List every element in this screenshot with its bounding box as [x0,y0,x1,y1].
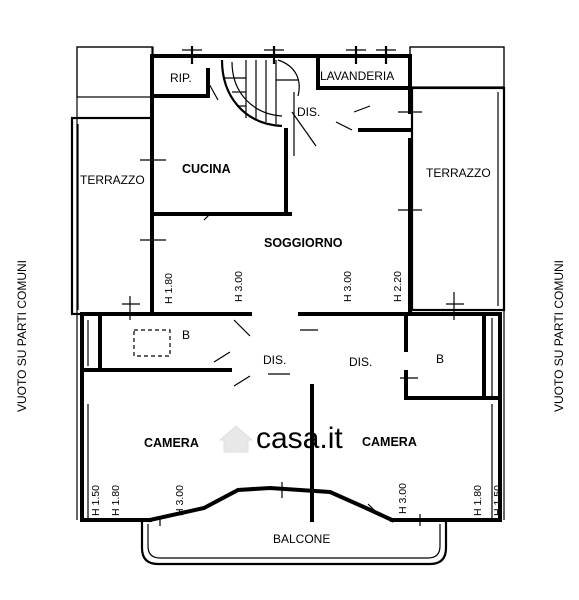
label-camera-left: CAMERA [144,436,199,450]
label-cucina: CUCINA [182,162,231,176]
label-rip: RIP. [170,71,192,85]
label-dis-top: DIS. [297,105,320,119]
side-label-left: VUOTO SU PARTI COMUNI [15,260,29,412]
watermark: casa.it [218,422,343,455]
label-lavanderia: LAVANDERIA [320,69,394,83]
watermark-text: casa.it [256,422,343,455]
window-marks [122,46,464,526]
balcony-outline [140,522,448,566]
label-terrazzo-left: TERRAZZO [80,173,145,187]
label-terrazzo-right: TERRAZZO [426,166,491,180]
house-logo-icon [218,425,254,453]
label-balcone: BALCONE [273,532,330,546]
label-dis-left: DIS. [263,353,286,367]
label-bagno-left: B [182,328,190,342]
height-h300-b: H 3.00 [342,271,354,302]
height-h180-bl: H 1.80 [110,485,122,516]
side-label-right: VUOTO SU PARTI COMUNI [552,260,566,412]
height-h220: H 2.20 [392,271,404,302]
height-h150-bl: H 1.50 [90,485,102,516]
staircase [220,59,300,128]
label-soggiorno: SOGGIORNO [264,236,343,250]
label-dis-right: DIS. [349,355,372,369]
label-bagno-right: B [436,352,444,366]
height-h300-cr: H 3.00 [397,483,409,514]
height-labels: H 1.80 H 3.00 H 3.00 H 2.20 H 1.50 H 1.8… [90,271,504,516]
room-labels: RIP. LAVANDERIA DIS. CUCINA TERRAZZO TER… [80,69,491,546]
interior-details [87,92,493,518]
height-h300-a: H 3.00 [233,271,245,302]
height-h180-br: H 1.80 [472,485,484,516]
height-h180-left: H 1.80 [163,273,175,304]
height-h300-cl: H 3.00 [174,485,186,516]
doors [203,81,418,387]
main-walls [80,54,502,523]
height-h150-br: H 1.50 [492,485,504,516]
label-camera-right: CAMERA [362,435,417,449]
bathtub-left [133,329,171,357]
